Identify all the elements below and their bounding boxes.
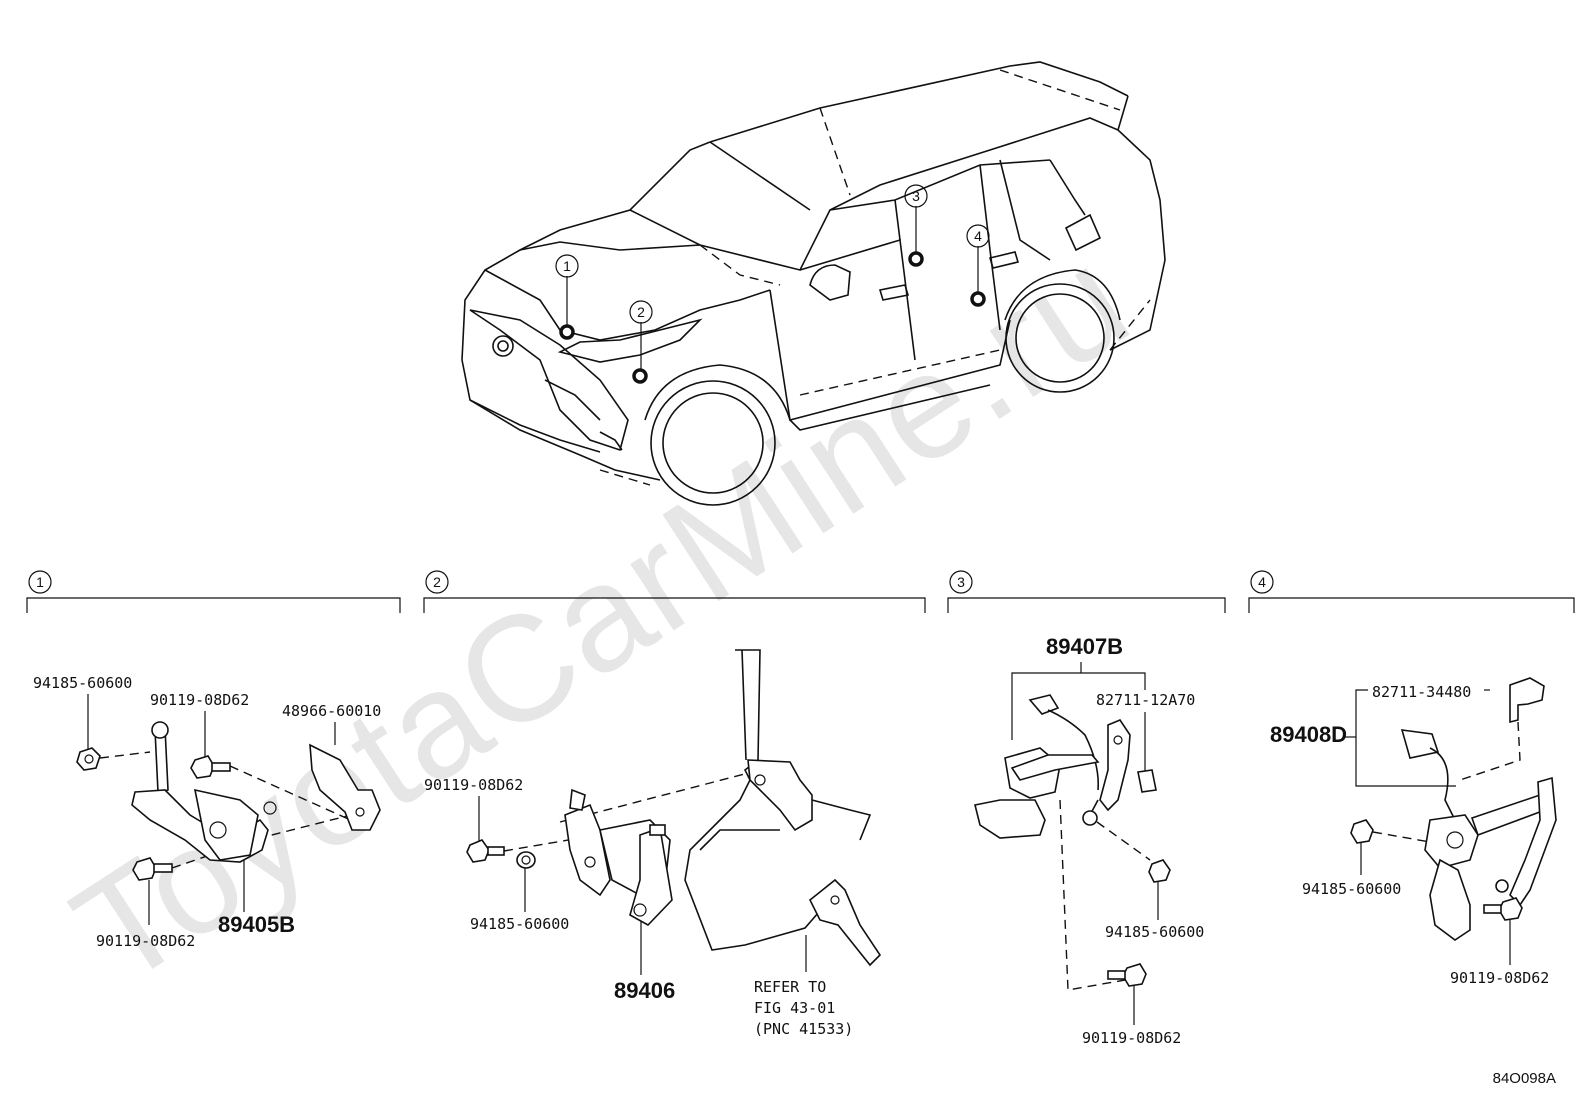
label-89406: 89406 [614, 978, 675, 1003]
label-89405B: 89405B [218, 912, 295, 937]
svg-text:2: 2 [637, 304, 645, 320]
label-pnc-41533: (PNC 41533) [754, 1020, 853, 1038]
svg-text:4: 4 [1258, 574, 1266, 590]
vehicle-illustration: 1 2 3 4 [461, 61, 1166, 506]
label-fig-43-01: FIG 43-01 [754, 999, 835, 1017]
svg-text:1: 1 [36, 574, 44, 590]
label-94185-60600: 94185-60600 [1105, 923, 1204, 941]
label-90119-08D62: 90119-08D62 [1082, 1029, 1181, 1047]
label-90119-08D62: 90119-08D62 [424, 776, 523, 794]
label-90119-08D62: 90119-08D62 [96, 932, 195, 950]
svg-text:3: 3 [957, 574, 965, 590]
svg-text:3: 3 [912, 188, 920, 204]
label-48966-60010: 48966-60010 [282, 702, 381, 720]
watermark: ToyotaCarMine.ru [46, 214, 1157, 1017]
section-4-diagram: 82711-34480 89408D 94185-60600 90119-08D… [1270, 677, 1557, 987]
label-90119-08D62: 90119-08D62 [150, 691, 249, 709]
figure-code: 84O098A [1493, 1070, 1556, 1087]
svg-text:2: 2 [433, 574, 441, 590]
car-callout-1: 1 [555, 254, 579, 278]
car-callout-4: 4 [966, 224, 990, 248]
car-callout-3: 3 [904, 184, 928, 208]
svg-text:4: 4 [974, 228, 982, 244]
label-82711-34480: 82711-34480 [1372, 683, 1471, 701]
section-header-3: 3 [947, 570, 1226, 613]
label-89407B: 89407B [1046, 634, 1123, 659]
section-3-diagram: 89407B 82711-12A70 94185-60600 90119-08D… [974, 634, 1204, 1047]
label-refer-to: REFER TO [754, 978, 826, 996]
label-94185-60600: 94185-60600 [33, 674, 132, 692]
label-94185-60600: 94185-60600 [470, 915, 569, 933]
section-2-diagram: 90119-08D62 94185-60600 89406 REFER TO F… [424, 649, 882, 1038]
svg-text:1: 1 [563, 258, 571, 274]
car-callout-2: 2 [629, 300, 653, 324]
label-90119-08D62: 90119-08D62 [1450, 969, 1549, 987]
label-89408D: 89408D [1270, 722, 1347, 747]
label-82711-12A70: 82711-12A70 [1096, 691, 1195, 709]
section-header-2: 2 [423, 570, 926, 613]
section-header-4: 4 [1248, 570, 1575, 613]
section-1-diagram: 94185-60600 90119-08D62 48966-60010 9011… [33, 674, 381, 950]
label-94185-60600: 94185-60600 [1302, 880, 1401, 898]
section-header-1: 1 [26, 570, 401, 613]
